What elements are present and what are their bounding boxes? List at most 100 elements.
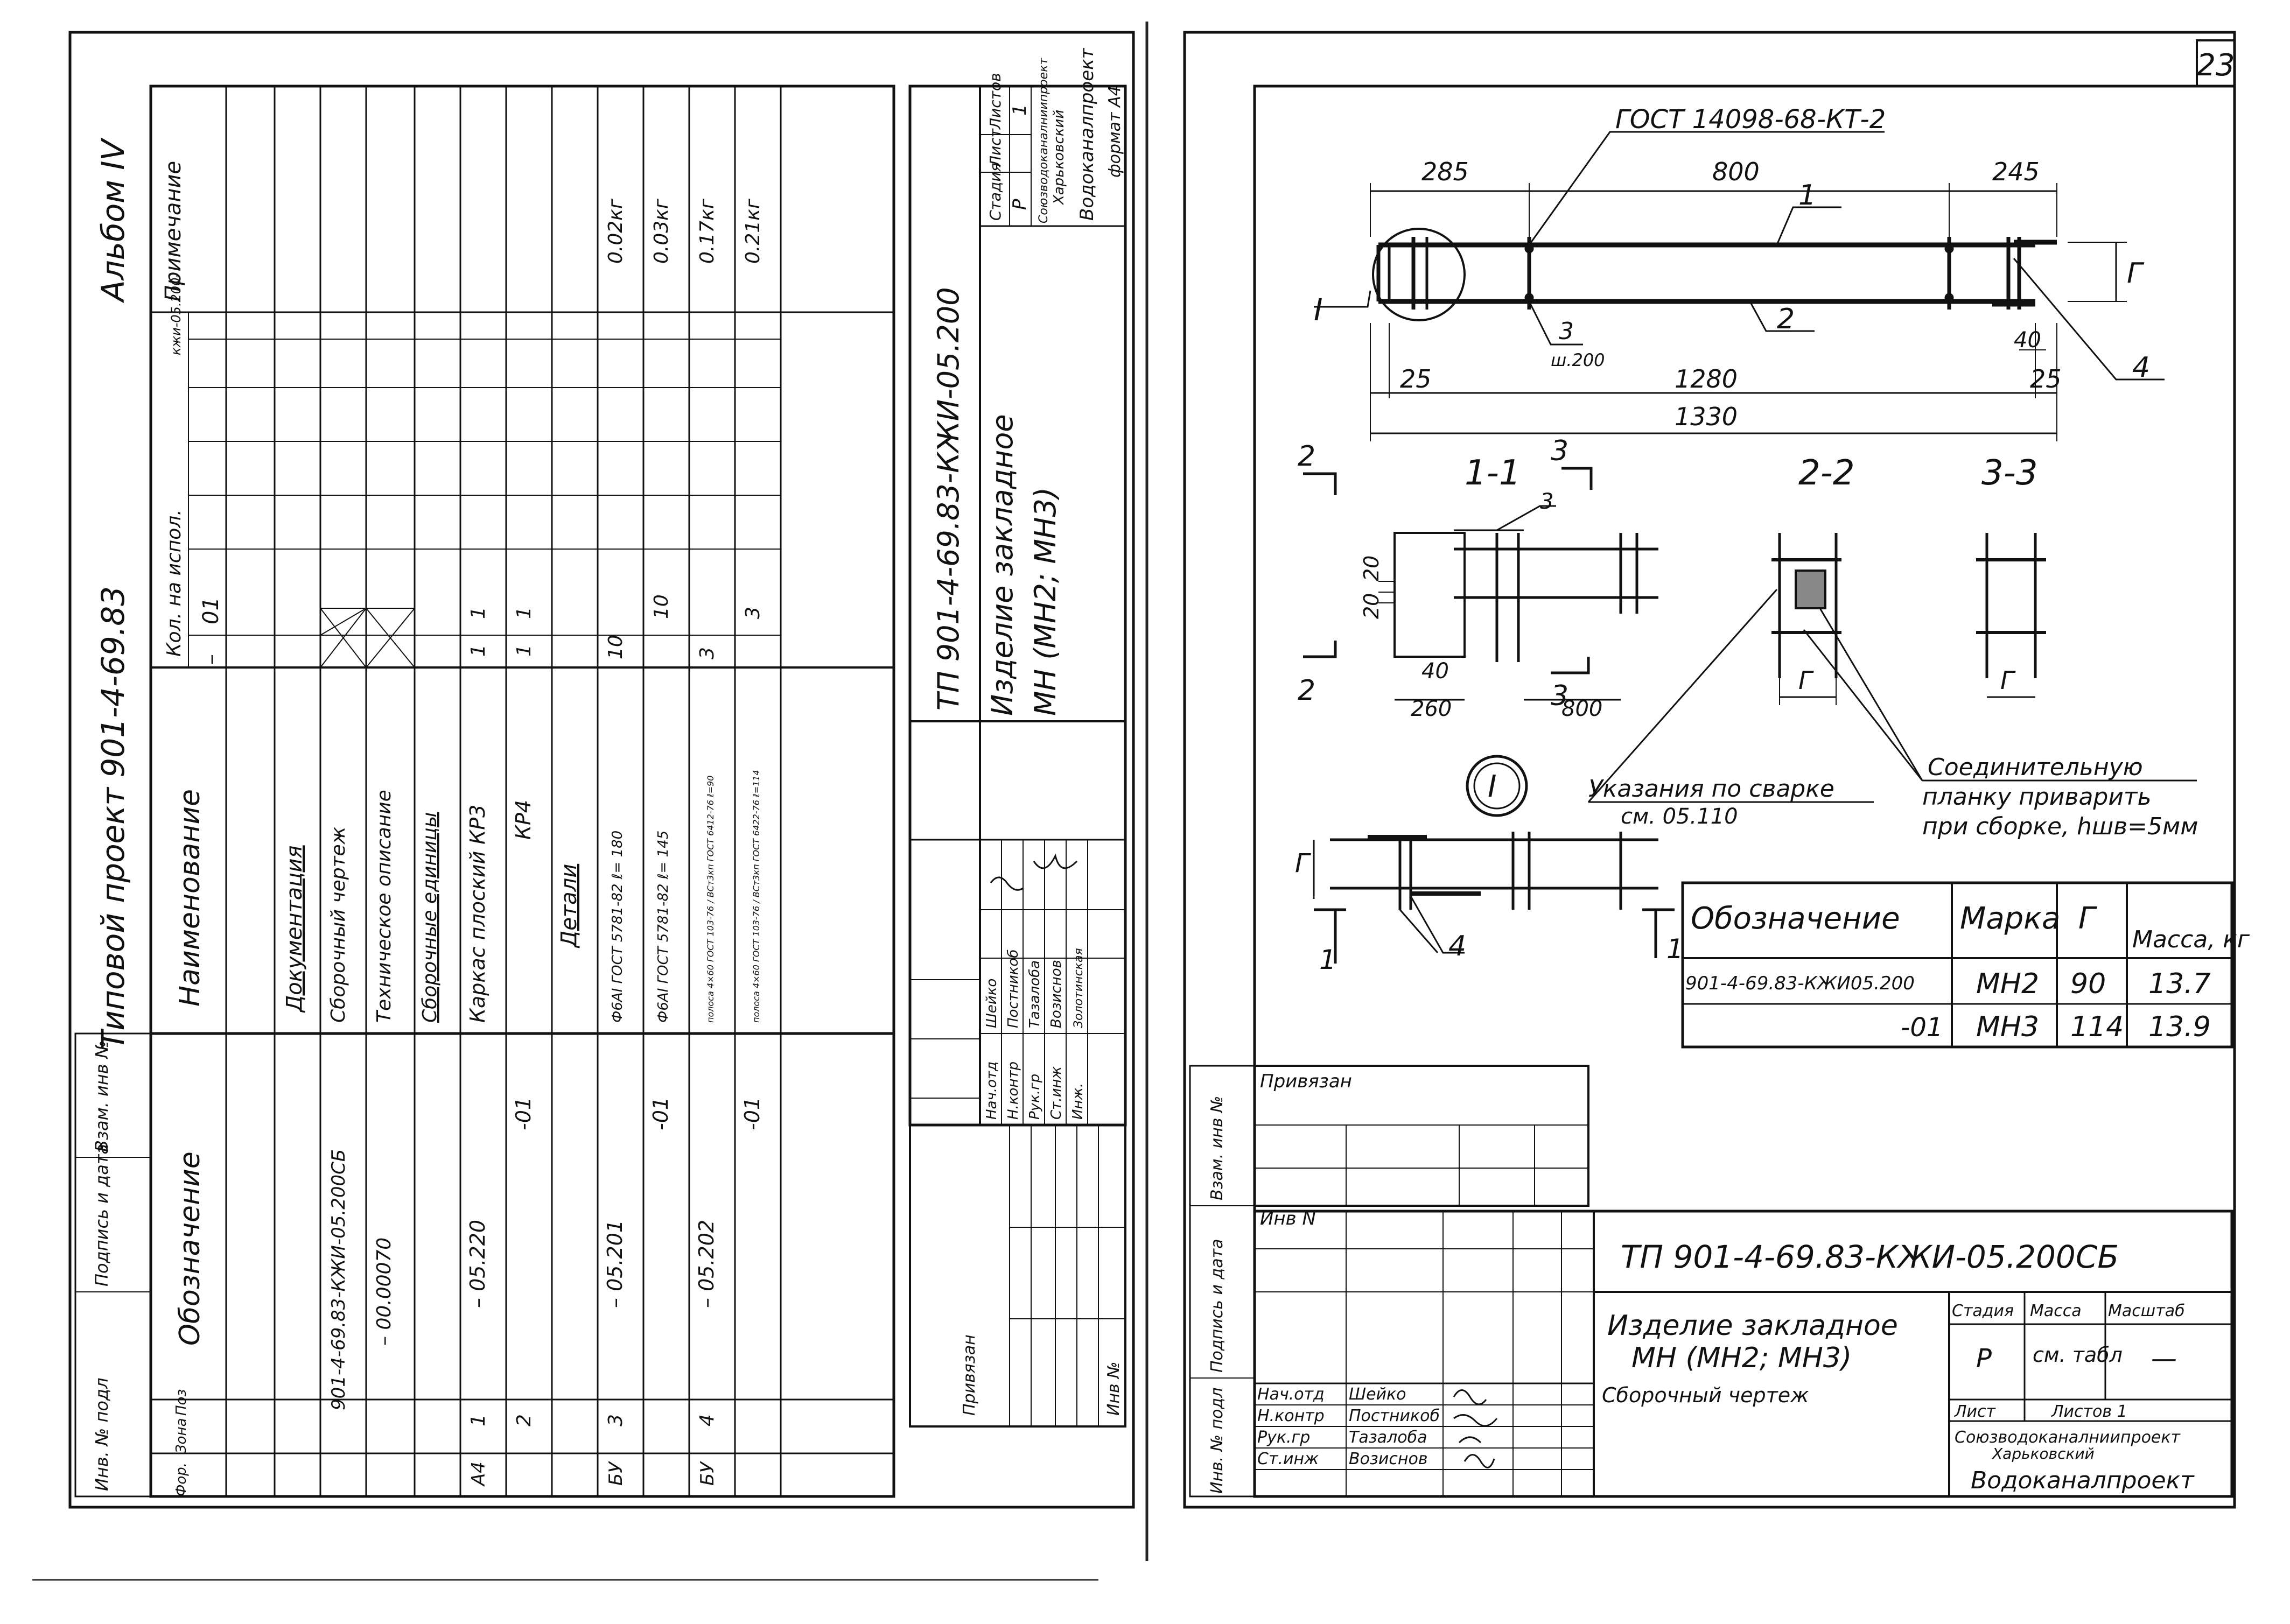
left-role-4-name: Золотинская: [1072, 948, 1086, 1028]
note-leaders: [1587, 589, 2197, 803]
right-sheet: 23: [1183, 31, 2250, 1509]
col-qty-label: Кол. на испол.: [163, 509, 185, 657]
spec-row-kr3: А4 1 – 05.220 Каркас плоский КР3 1 1: [466, 607, 489, 1487]
left-role-3: Ст.инж: [1048, 1066, 1065, 1120]
table-header-mark: Марка: [1960, 901, 2060, 936]
right-vzam-label: Взам. инв №: [1208, 1096, 1227, 1200]
right-scale: —: [2151, 1344, 2177, 1374]
detail-mark-right: 1: [1666, 933, 1684, 965]
cut-mark-2-bottom: 2: [1298, 674, 1315, 707]
left-stamp-org2: Харьковский: [1051, 110, 1067, 206]
dim-285: 285: [1421, 157, 1469, 186]
row-qty2: 1: [467, 607, 489, 619]
right-stage-label: Стадия: [1952, 1302, 2014, 1320]
section-2-2-drawing: [1771, 533, 1841, 705]
left-title-block: ТП 901-4-69.83-КЖИ-05.200 Изделие заклад…: [908, 47, 1127, 1428]
album-label: Альбом IV: [95, 137, 131, 304]
spec-row-tech-description: – 00.00070 Техническое описание: [373, 790, 395, 1346]
detail-I-label: I: [1488, 769, 1497, 804]
col-note-label: Примечание: [161, 161, 186, 301]
signature-mark: [990, 876, 1024, 891]
col-designation-label: Обозначение: [174, 1151, 206, 1346]
dim-25-left: 25: [1400, 364, 1432, 393]
sec11-dim-40: 40: [1421, 659, 1449, 684]
sec11-dim-260: 260: [1411, 697, 1452, 721]
row-note: 0.03кг: [650, 198, 673, 264]
row-qty1: 1: [467, 644, 489, 657]
cut-mark-3-bottom: 3: [1551, 680, 1568, 712]
row-pos: 1: [467, 1414, 489, 1426]
left-role-2: Рук.гр: [1027, 1074, 1043, 1120]
left-inv: Инв №: [1104, 1362, 1123, 1416]
sec33-g: Г: [2000, 666, 2016, 695]
dim-25-right: 25: [2030, 364, 2062, 393]
table-header-designation: Обозначение: [1691, 901, 1900, 936]
row-qty2: 3: [742, 607, 764, 619]
right-title-block: [1253, 1210, 2233, 1498]
right-stage: Р: [1976, 1344, 1992, 1374]
dim-800: 800: [1712, 157, 1760, 186]
cut-mark-2-top: 2: [1298, 440, 1315, 473]
left-role-1: Н.контр: [1005, 1061, 1021, 1120]
right-role-2: Рук.гр: [1257, 1428, 1310, 1447]
left-podpis-label: Подпись и дата: [92, 1144, 112, 1286]
right-role-1: Н.контр: [1257, 1407, 1325, 1425]
left-role-1-name: Постникоб: [1005, 950, 1021, 1028]
right-scale-label: Масштаб: [2108, 1302, 2185, 1320]
row-note: 0.21кг: [742, 198, 764, 264]
table-row-0-g: 90: [2070, 968, 2106, 1000]
row-qty1: 1: [513, 644, 535, 657]
table-row-0-mass: 13.7: [2148, 968, 2211, 1000]
weld-note-2: см. 05.110: [1621, 804, 1738, 829]
left-role-4: Инж.: [1070, 1083, 1086, 1120]
plate-note-2: планку приварить: [1922, 783, 2152, 811]
row-note: 0.17кг: [696, 198, 718, 264]
right-role-0: Нач.отд: [1257, 1385, 1325, 1404]
row-name: Каркас плоский КР3: [466, 805, 489, 1023]
callout-I: I: [1314, 293, 1323, 328]
left-sheet: Инв. № подл Подпись и дата Взам. инв № Т…: [68, 31, 1135, 1509]
cut-markers: [1303, 467, 1593, 674]
spec-table-grid: [149, 85, 895, 1498]
row-qty1: 10: [605, 635, 627, 659]
right-role-0-name: Шейко: [1349, 1385, 1406, 1404]
right-side-labels: Инв. № подл Подпись и дата Взам. инв №: [1189, 1065, 1256, 1498]
row-pos: 4: [696, 1414, 718, 1426]
right-org1: Союзводоканалниипроект: [1955, 1428, 2181, 1447]
row-designation: -01: [740, 1097, 764, 1130]
spec-row-documentation: Документация: [282, 845, 307, 1013]
detail-g: Г: [1295, 848, 1311, 878]
right-privyazan-block: [1253, 1065, 1589, 1207]
left-role-3-name: Возиснов: [1048, 960, 1065, 1028]
detail-mark-left: 1: [1319, 944, 1336, 975]
col-name-label: Наименование: [174, 789, 206, 1007]
col-format-label: Фор.: [173, 1463, 190, 1496]
sec11-dim-20a: 20: [1360, 556, 1383, 581]
right-stamp-subtitle: Сборочный чертеж: [1602, 1383, 1809, 1407]
row-name: КР4: [512, 800, 535, 840]
sec11-pos3: 3: [1540, 489, 1553, 514]
right-sheets-label: Листов 1: [2051, 1402, 2127, 1421]
project-title: Типовой проект 901-4-69.83: [95, 586, 131, 1050]
dim-1330: 1330: [1675, 402, 1738, 431]
pos-3-sub: ш.200: [1551, 350, 1605, 370]
signature-mark: [1033, 853, 1078, 869]
right-role-3-name: Возиснов: [1349, 1450, 1428, 1468]
row-name: Детали: [557, 864, 582, 948]
detail-I-drawing: [1313, 755, 1675, 964]
right-role-2-name: Тазалоба: [1349, 1428, 1427, 1447]
right-inv-podl-label: Инв. № подл: [1208, 1388, 1227, 1494]
row-designation: 901-4-69.83-КЖИ-05.200СБ: [328, 1149, 349, 1410]
row-format: А4: [468, 1461, 489, 1487]
pos-4-label: 4: [2132, 351, 2150, 384]
row-name: Техническое описание: [373, 790, 395, 1023]
row-note: 0.02кг: [605, 198, 627, 264]
left-stamp-title-2: МН (МН2; МН3): [1028, 487, 1062, 716]
spec-row-strip-90: БУ 4 – 05.202 полоса 4×60 ГОСТ 103-76 / …: [695, 198, 718, 1486]
plate-note-1: Соединительную: [1928, 754, 2143, 781]
row-name: Сборочный чертеж: [327, 826, 349, 1023]
left-side-labels: Инв. № подл Подпись и дата Взам. инв №: [74, 1032, 152, 1498]
left-role-0-name: Шейко: [984, 979, 1000, 1028]
row-designation: – 05.220: [466, 1220, 489, 1308]
